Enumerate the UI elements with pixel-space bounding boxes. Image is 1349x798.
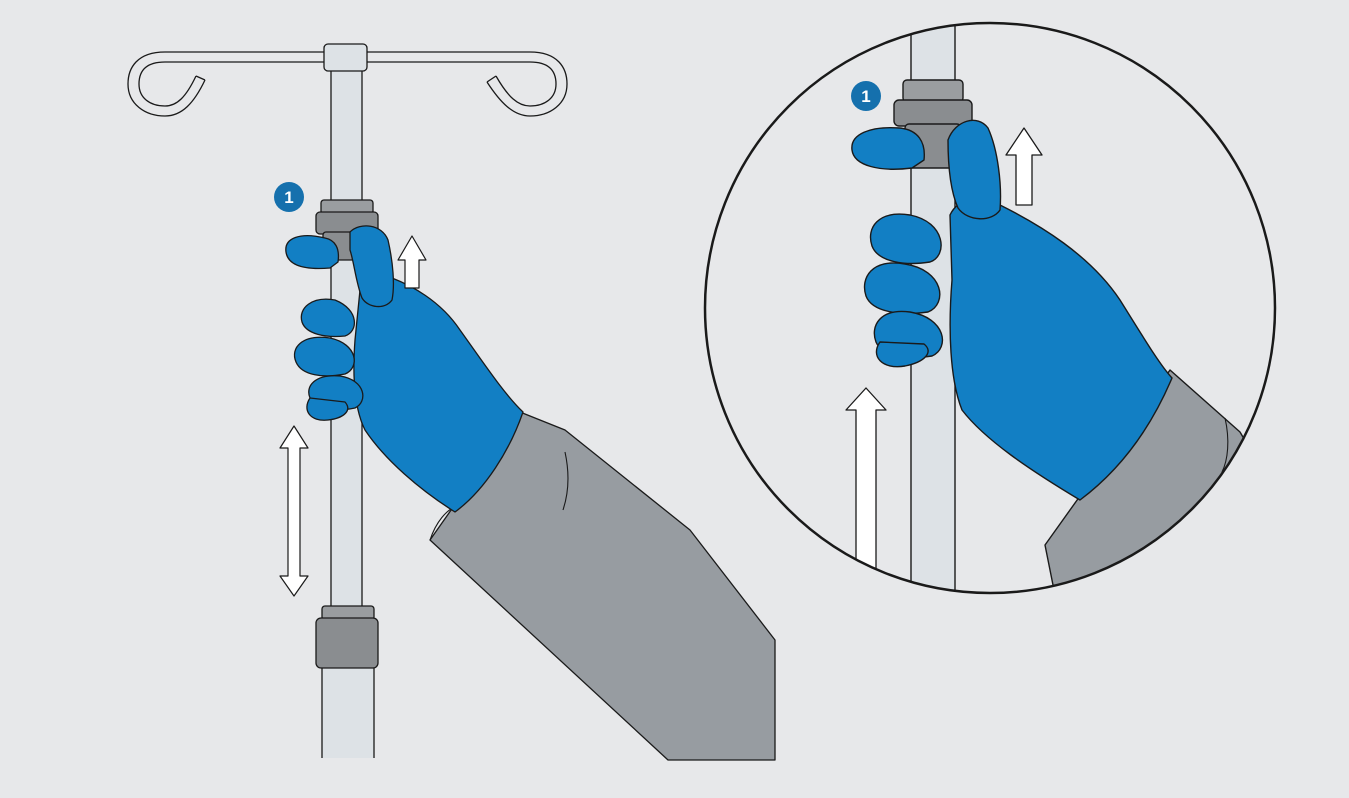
iv-hook-arms (127, 51, 568, 117)
zoom-up-arrow-small (1005, 127, 1043, 206)
zoom-step-badge: 1 (851, 81, 881, 111)
sleeve (429, 411, 776, 761)
zoom-step-badge-label: 1 (861, 87, 870, 106)
gloved-hand (285, 225, 524, 513)
zoom-detail: 1 (703, 21, 1277, 595)
iv-pole-scene: 1 (127, 43, 776, 778)
top-connector (323, 43, 368, 72)
zoom-circle-border (703, 21, 1277, 595)
zoom-gloved-hand (851, 119, 1173, 501)
up-arrow (397, 235, 427, 289)
lower-pole-mask (320, 758, 378, 778)
double-arrow (279, 425, 309, 597)
lower-clamp (315, 605, 379, 669)
lower-pole (321, 659, 375, 771)
step-badge-label: 1 (284, 188, 293, 207)
step-badge: 1 (274, 182, 304, 212)
